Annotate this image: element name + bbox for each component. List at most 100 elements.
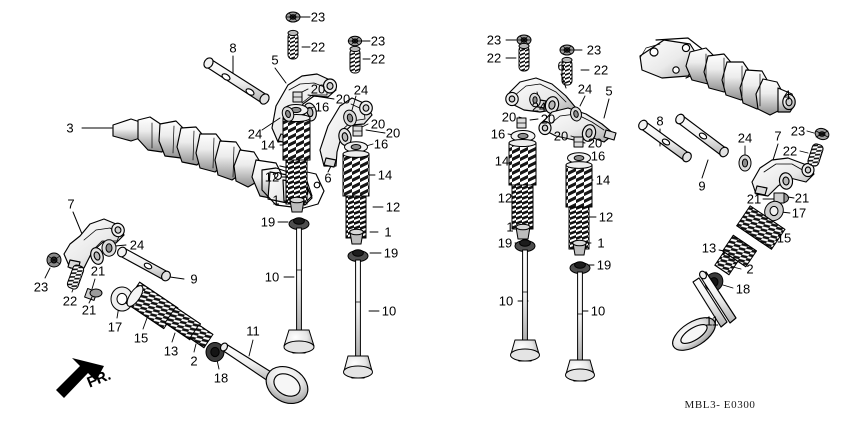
- part-22-screw-left: [66, 264, 85, 293]
- callout-number-10: 10: [264, 269, 280, 285]
- callout-number-16: 16: [590, 148, 606, 164]
- part-23-nut-d: [559, 44, 583, 56]
- part-8-rocker-shaft-right: [638, 119, 692, 163]
- callout-number-7: 7: [774, 128, 782, 144]
- callout-number-3: 3: [66, 120, 74, 136]
- callout-number-21: 21: [794, 190, 810, 206]
- callout-number-1: 1: [597, 235, 605, 251]
- callout-number-23: 23: [310, 9, 326, 25]
- part-24-washer-left-a: [343, 95, 357, 127]
- callout-number-19: 19: [383, 245, 399, 261]
- spring-stack-right-b: [565, 135, 597, 382]
- callout-number-18: 18: [213, 370, 229, 386]
- callout-number-16: 16: [490, 126, 506, 142]
- callout-number-23: 23: [790, 123, 806, 139]
- callout-number-19: 19: [260, 214, 276, 230]
- spring-stack-left-b: [342, 123, 386, 379]
- callout-number-1: 1: [272, 192, 280, 208]
- callout-number-7: 7: [67, 196, 75, 212]
- diagram-code: MBL3- E0300: [684, 399, 756, 411]
- part-22-screw-e: [799, 143, 824, 167]
- part-24-washer-right-a: [570, 95, 586, 122]
- part-7-rocker-arm-left: [63, 211, 125, 271]
- spring-stack-left-a: [277, 88, 335, 354]
- callout-number-21: 21: [90, 263, 106, 279]
- callout-number-9: 9: [190, 271, 198, 287]
- part-23-nut-b: [347, 35, 371, 47]
- callout-number-20: 20: [310, 81, 326, 97]
- callout-number-10: 10: [590, 303, 606, 319]
- part-23-nut-e: [806, 127, 830, 141]
- callout-number-13: 13: [701, 240, 717, 256]
- callout-number-5: 5: [271, 52, 279, 68]
- part-8-rocker-shaft-left: [203, 55, 270, 105]
- part-21-pin-left-b: [88, 288, 103, 304]
- callout-number-20: 20: [553, 128, 569, 144]
- callout-number-21: 21: [746, 191, 762, 207]
- part-5-rocker-arm-right: [538, 98, 617, 143]
- callout-number-18: 18: [735, 281, 751, 297]
- spring-stack-right-a: [507, 116, 540, 362]
- callout-number-8: 8: [656, 113, 664, 129]
- part-23-nut-left: [44, 252, 62, 279]
- part-22-screw-b: [349, 45, 371, 74]
- callout-number-16: 16: [314, 99, 330, 115]
- part-7-rocker-arm-right: [751, 143, 815, 197]
- callout-number-22: 22: [310, 39, 326, 55]
- callout-number-9: 9: [698, 178, 706, 194]
- callout-number-14: 14: [494, 153, 510, 169]
- callout-number-1: 1: [384, 224, 392, 240]
- part-23-nut-a: [285, 11, 311, 23]
- part-21-pin-right-b: [773, 192, 795, 204]
- callout-number-23: 23: [33, 279, 49, 295]
- part-24-washer-left-c: [101, 239, 127, 257]
- callout-number-11: 11: [705, 313, 719, 329]
- callout-number-22: 22: [486, 50, 502, 66]
- callout-number-22: 22: [593, 62, 609, 78]
- callout-number-12: 12: [598, 209, 614, 225]
- part-2-collar-left: [189, 324, 214, 353]
- callout-number-17: 17: [107, 319, 123, 335]
- part-24-washer-right-b: [529, 91, 541, 108]
- part-22-screw-a: [287, 29, 311, 60]
- callout-number-1: 1: [506, 219, 514, 235]
- callout-number-20: 20: [335, 91, 351, 107]
- callout-number-23: 23: [370, 33, 386, 49]
- callout-number-21: 21: [81, 302, 97, 318]
- callout-number-24: 24: [247, 126, 263, 142]
- callout-number-22: 22: [370, 51, 386, 67]
- callout-number-14: 14: [377, 167, 393, 183]
- part-17-washer-right: [764, 200, 791, 222]
- front-direction-arrow: [56, 358, 104, 398]
- callout-number-5: 5: [605, 83, 613, 99]
- callout-number-23: 23: [486, 32, 502, 48]
- callout-number-17: 17: [791, 205, 807, 221]
- part-2-collar-right: [714, 251, 742, 276]
- callout-number-20: 20: [501, 109, 517, 125]
- part-24-washer-left-b: [261, 106, 295, 131]
- callout-number-20: 20: [540, 111, 556, 127]
- part-23-nut-c: [505, 34, 532, 46]
- callout-number-24: 24: [737, 130, 753, 146]
- callout-number-19: 19: [497, 235, 513, 251]
- part-9-rocker-shaft-left: [117, 246, 185, 282]
- callout-number-10: 10: [498, 293, 514, 309]
- callout-number-15: 15: [133, 330, 149, 346]
- callout-number-6: 6: [324, 170, 332, 186]
- callout-number-24: 24: [577, 81, 593, 97]
- callout-number-22: 22: [782, 143, 798, 159]
- callout-number-20: 20: [385, 125, 401, 141]
- callout-number-2: 2: [190, 353, 198, 369]
- callout-number-24: 24: [129, 237, 145, 253]
- part-22-screw-d: [561, 56, 590, 86]
- callout-number-12: 12: [385, 199, 401, 215]
- callout-number-4: 4: [783, 87, 791, 103]
- callout-number-12: 12: [497, 190, 513, 206]
- callout-number-8: 8: [229, 40, 237, 56]
- callout-number-14: 14: [260, 137, 276, 153]
- callout-number-20: 20: [370, 116, 386, 132]
- part-11-valve-right: [672, 270, 737, 351]
- part-15-spring-right: [736, 205, 786, 250]
